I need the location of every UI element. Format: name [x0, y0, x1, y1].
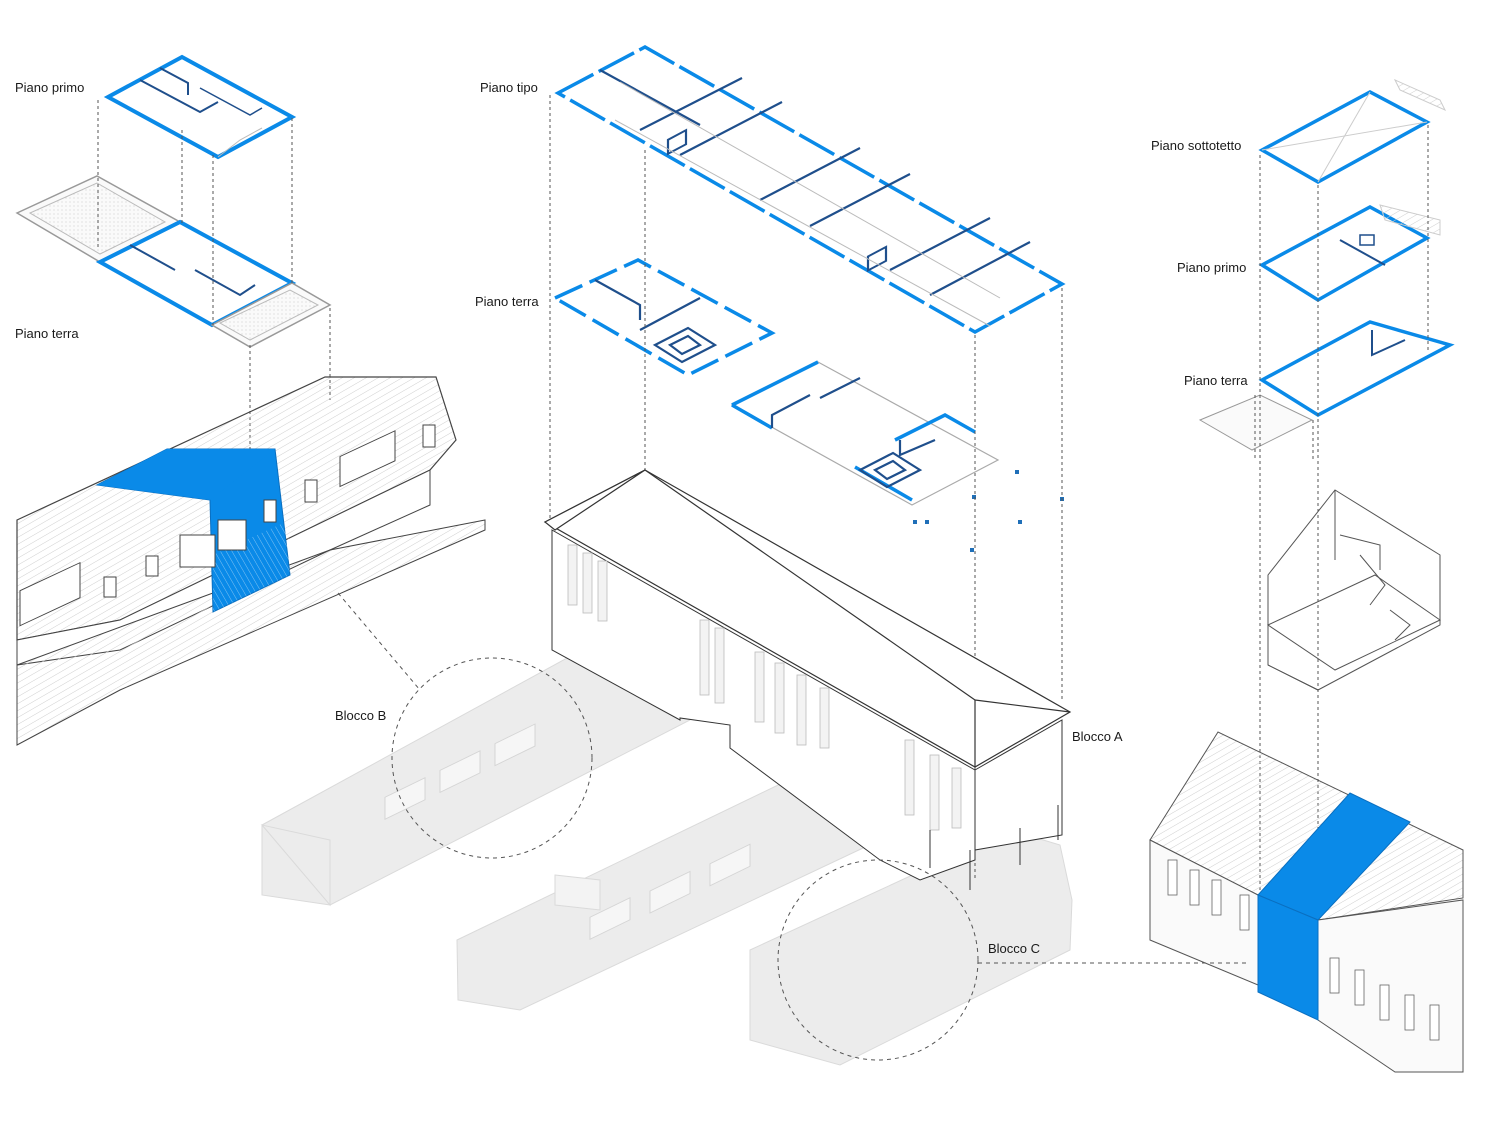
a-plan-terra-1 [551, 258, 776, 377]
b-building [16, 376, 486, 746]
c-plan-sottotetto [1258, 78, 1447, 185]
label-a-piano-tipo: Piano tipo [480, 80, 538, 95]
label-blocco-b: Blocco B [335, 708, 387, 723]
c-section-axo [1266, 489, 1441, 691]
a-plan-terra-2 [730, 360, 1064, 552]
label-b-piano-terra: Piano terra [15, 326, 79, 341]
c-projection-lines [1254, 125, 1429, 1020]
ghost-windows [384, 723, 751, 940]
c-plan-terra [1198, 320, 1455, 451]
b-plan-primo [103, 54, 297, 160]
c-building [1149, 731, 1464, 1073]
label-a-piano-terra: Piano terra [475, 294, 539, 309]
label-b-piano-primo: Piano primo [15, 80, 85, 95]
label-c-piano-sottotetto: Piano sottotetto [1151, 138, 1242, 153]
label-c-piano-primo: Piano primo [1177, 260, 1247, 275]
a-projection-lines [549, 95, 1063, 880]
label-blocco-a: Blocco A [1072, 729, 1123, 744]
callout-circles [337, 592, 1250, 1061]
b-plan-terra [15, 175, 332, 348]
a-building [543, 469, 1072, 890]
label-blocco-c: Blocco C [988, 941, 1041, 956]
label-c-piano-terra: Piano terra [1184, 373, 1248, 388]
c-plan-primo [1258, 204, 1441, 303]
a-plan-tipo [554, 45, 1066, 335]
